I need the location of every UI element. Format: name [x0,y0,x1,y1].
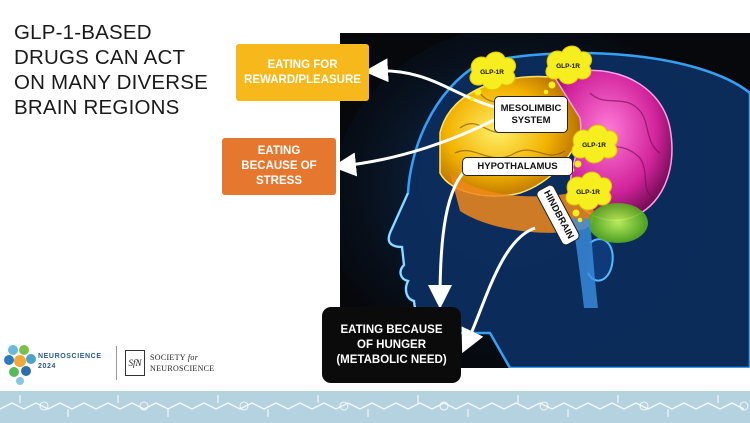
arrow-mesolimbic-to-reward [364,58,499,110]
box-line: EATING FOR [267,58,338,71]
receptor-cloud [543,45,593,95]
box-line: (METABOLIC NEED) [336,353,447,366]
logo-divider [116,346,117,380]
receptor-cloud [469,51,517,102]
receptor-cloud [569,124,619,173]
title-line: ON MANY DIVERSE [14,71,208,94]
receptor-cloud [565,171,613,223]
box-line: REWARD/PLEASURE [244,73,361,86]
society-name: SOCIETY for NEUROSCIENCE [150,352,215,374]
slide-title: GLP-1-BASED DRUGS CAN ACT ON MANY DIVERS… [14,20,224,120]
box-line: OF HUNGER [357,338,426,351]
receptor-label: GLP-1R [556,63,580,70]
arrow-mesolimbic-to-stress [332,116,499,177]
receptor-label: GLP-1R [480,69,504,76]
neuroscience-logo-icon [4,345,36,385]
arrow-hindbrain-to-hunger [461,226,536,354]
label-line: HYPOTHALAMUS [477,160,558,172]
reward-eating-box: EATING FOR REWARD/PLEASURE [236,44,369,101]
society-word: SOCIETY [150,353,186,362]
conference-line: 2024 [38,363,56,370]
title-line: BRAIN REGIONS [14,96,180,119]
society-word: NEUROSCIENCE [150,364,215,373]
stress-eating-box: EATING BECAUSE OF STRESS [222,138,336,195]
receptor-label: GLP-1R [576,189,600,196]
footer-band [0,391,750,423]
box-line: EATING BECAUSE [340,323,443,336]
box-line: BECAUSE OF [241,160,317,172]
conference-name: NEUROSCIENCE 2024 [38,352,102,372]
box-line: EATING [257,145,301,157]
sfn-mark: SfN [125,350,145,376]
arrow-hypothalamus-to-hunger [428,164,471,309]
mesolimbic-system-label: MESOLIMBIC SYSTEM [494,96,568,133]
hunger-eating-box: EATING BECAUSE OF HUNGER (METABOLIC NEED… [322,307,461,383]
title-line: GLP-1-BASED [14,21,152,44]
hypothalamus-label: HYPOTHALAMUS [462,157,573,176]
label-line: SYSTEM [511,114,551,126]
conference-line: NEUROSCIENCE [38,353,102,360]
label-line: MESOLIMBIC [500,102,562,114]
society-word: for [187,353,199,362]
title-line: DRUGS CAN ACT [14,46,186,69]
box-line: STRESS [255,175,302,187]
receptor-label: GLP-1R [582,142,606,149]
molecule-pattern-icon [0,395,749,417]
